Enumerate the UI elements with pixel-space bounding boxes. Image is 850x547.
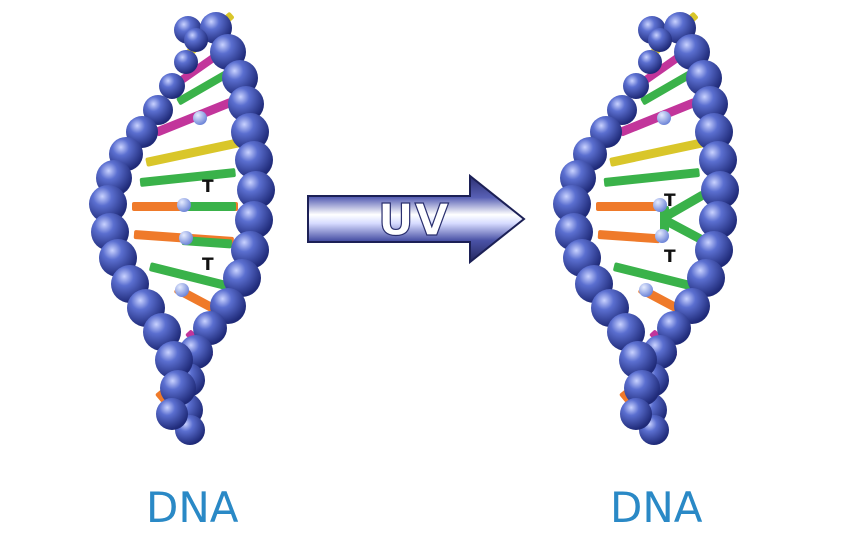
backbone-bead xyxy=(237,171,275,209)
right-rung xyxy=(609,138,705,167)
backbone-bead xyxy=(692,86,728,122)
backbone-bead xyxy=(184,28,208,52)
right-rung xyxy=(597,230,660,244)
backbone-bead xyxy=(160,370,196,406)
right-dna-label: DNA xyxy=(610,483,703,532)
backbone-node xyxy=(177,198,191,212)
right-rung xyxy=(596,202,658,211)
right-dimer-bond xyxy=(660,215,706,245)
backbone-bead xyxy=(228,86,264,122)
backbone-bead xyxy=(623,73,649,99)
backbone-bead xyxy=(174,50,198,74)
right-rung xyxy=(640,67,699,105)
backbone-bead xyxy=(231,113,269,151)
left-rung xyxy=(181,236,233,249)
backbone-bead xyxy=(89,185,127,223)
backbone-bead xyxy=(648,28,672,52)
left-rung xyxy=(149,262,233,291)
backbone-bead xyxy=(223,259,261,297)
left-dna-helix: T T xyxy=(89,12,275,445)
backbone-node xyxy=(657,111,671,125)
right-thymine-label-bottom: T xyxy=(664,247,676,267)
backbone-node xyxy=(653,198,667,212)
right-rung xyxy=(603,168,700,187)
backbone-bead xyxy=(695,113,733,151)
right-dimer-bond xyxy=(660,191,706,222)
left-thymine-label-bottom: T xyxy=(202,255,214,275)
backbone-bead xyxy=(155,341,193,379)
backbone-bead xyxy=(699,201,737,239)
uv-arrow-label: UV xyxy=(378,195,450,246)
backbone-bead xyxy=(638,50,662,74)
backbone-bead xyxy=(143,95,173,125)
left-thymine-label-top: T xyxy=(202,177,214,197)
backbone-node xyxy=(655,229,669,243)
left-rung xyxy=(186,202,236,211)
uv-arrow-shape xyxy=(307,173,526,265)
uv-arrow: UV xyxy=(307,173,526,265)
backbone-bead xyxy=(235,141,273,179)
backbone-bead xyxy=(553,185,591,223)
left-dna-label: DNA xyxy=(146,483,239,532)
backbone-node xyxy=(193,111,207,125)
right-dna-helix: T T xyxy=(553,12,739,445)
backbone-bead xyxy=(159,73,185,99)
backbone-node xyxy=(639,283,653,297)
backbone-node xyxy=(175,283,189,297)
left-helix-backbone xyxy=(89,12,275,445)
backbone-bead xyxy=(624,370,660,406)
backbone-bead xyxy=(235,201,273,239)
left-helix-backbone-small xyxy=(175,111,207,297)
left-rung xyxy=(176,67,235,105)
right-helix-backbone xyxy=(553,12,739,445)
backbone-bead xyxy=(687,259,725,297)
right-rung xyxy=(613,262,697,291)
backbone-bead xyxy=(156,398,188,430)
backbone-bead xyxy=(619,341,657,379)
right-thymine-label-top: T xyxy=(664,191,676,211)
right-dimer-bridge xyxy=(660,206,669,232)
left-rung xyxy=(145,138,241,167)
backbone-bead xyxy=(620,398,652,430)
backbone-bead xyxy=(701,171,739,209)
backbone-bead xyxy=(607,95,637,125)
backbone-bead xyxy=(699,141,737,179)
left-rung xyxy=(139,168,236,187)
backbone-node xyxy=(179,231,193,245)
right-helix-backbone-small xyxy=(639,111,671,297)
